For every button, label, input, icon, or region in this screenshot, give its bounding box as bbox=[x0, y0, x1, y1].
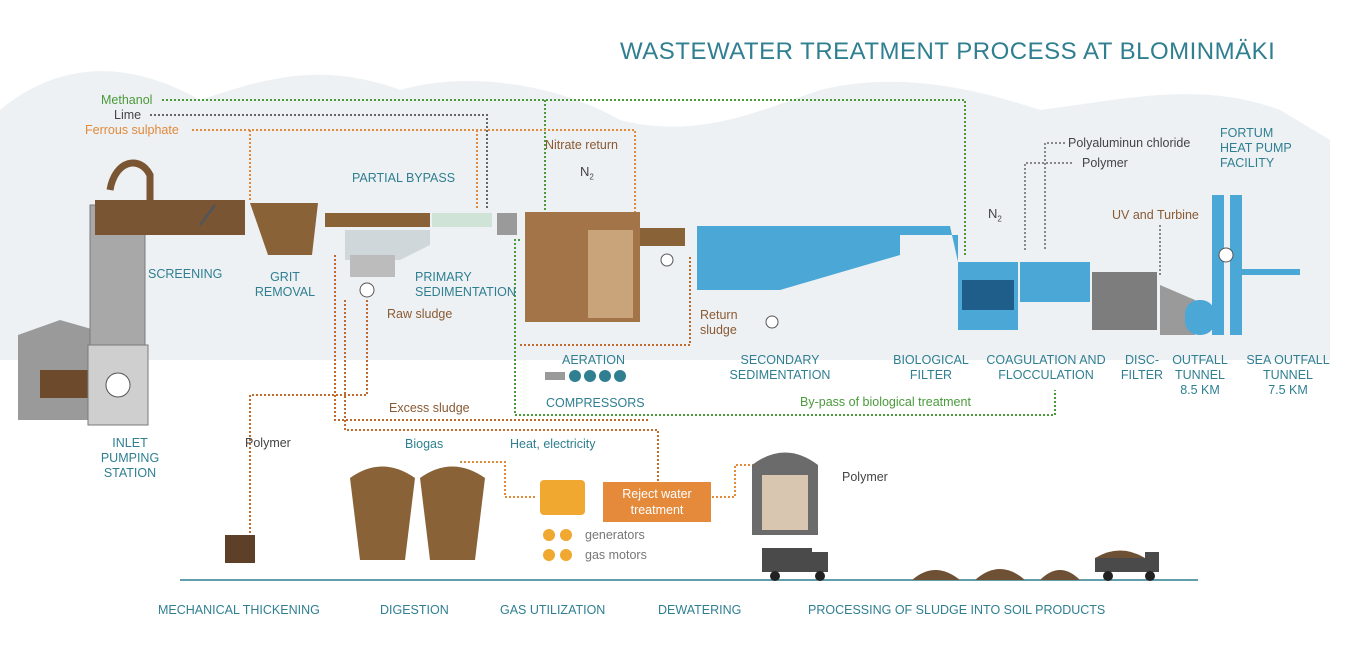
reject-water-box: Reject water treatment bbox=[603, 482, 711, 522]
inlet-pumping-station bbox=[18, 159, 154, 426]
outfall-line-3: 8.5 KM bbox=[1180, 383, 1220, 397]
inlet-label: INLET PUMPING STATION bbox=[90, 436, 170, 481]
return-line-1: Return bbox=[700, 308, 738, 322]
outfall-line-2: TUNNEL bbox=[1174, 368, 1225, 382]
polymer-left-label: Polymer bbox=[245, 436, 291, 450]
diagram-title: WASTEWATER TREATMENT PROCESS AT BLOMINMÄ… bbox=[620, 38, 1276, 65]
grit-removal-unit bbox=[250, 203, 318, 255]
n2-aeration-sub: 2 bbox=[589, 172, 594, 182]
primary-line-2: SEDIMENTATION bbox=[415, 285, 516, 299]
dewatering-label: DEWATERING bbox=[658, 603, 742, 617]
ferrous-line bbox=[192, 129, 636, 220]
secondary-line-2: SEDIMENTATION bbox=[729, 368, 831, 382]
processing-label: PROCESSING OF SLUDGE INTO SOIL PRODUCTS bbox=[808, 603, 1106, 617]
inlet-line-2: PUMPING bbox=[100, 451, 160, 465]
gas-motors-label: gas motors bbox=[585, 548, 647, 562]
nitrate-return-label: Nitrate return bbox=[545, 138, 618, 152]
secondary-line-1: SECONDARY bbox=[740, 353, 820, 367]
secondary-sedimentation-label: SECONDARY SEDIMENTATION bbox=[720, 353, 840, 383]
secondary-sedimentation-unit bbox=[697, 226, 900, 329]
n2-filter-sub: 2 bbox=[997, 214, 1002, 224]
truck-2 bbox=[1095, 550, 1159, 581]
outfall-line-1: OUTFALL bbox=[1172, 353, 1228, 367]
aeration-label: AERATION bbox=[562, 353, 625, 367]
fortum-line-3: FACILITY bbox=[1220, 156, 1275, 170]
pac-label: Polyaluminun chloride bbox=[1068, 136, 1191, 150]
polymer-top-label: Polymer bbox=[1082, 156, 1128, 170]
raw-sludge-label: Raw sludge bbox=[387, 307, 453, 321]
disc-line-1: DISC- bbox=[1124, 353, 1160, 367]
primary-sedimentation-label: PRIMARY SEDIMENTATION bbox=[415, 270, 516, 300]
coag-line-2: FLOCCULATION bbox=[998, 368, 1094, 382]
coagulation-label: COAGULATION AND FLOCCULATION bbox=[980, 353, 1112, 383]
sea-line-1: SEA OUTFALL bbox=[1246, 353, 1330, 367]
soil-piles bbox=[912, 569, 1080, 580]
sea-line-3: 7.5 KM bbox=[1268, 383, 1308, 397]
bio-line-1: BIOLOGICAL bbox=[893, 353, 969, 367]
sea-outfall-label: SEA OUTFALL TUNNEL 7.5 KM bbox=[1240, 353, 1336, 398]
methanol-line bbox=[162, 99, 966, 255]
digestion-label: DIGESTION bbox=[380, 603, 449, 617]
generators-label: generators bbox=[585, 528, 645, 542]
disc-filter-label: DISC- FILTER bbox=[1118, 353, 1166, 383]
screening-unit bbox=[95, 200, 245, 235]
truck-1 bbox=[762, 548, 828, 581]
biological-filter bbox=[900, 226, 1018, 330]
sea-line-2: TUNNEL bbox=[1262, 368, 1313, 382]
digesters bbox=[350, 466, 485, 560]
n2-aeration-n: N bbox=[580, 164, 590, 179]
polymer-dewatering-label: Polymer bbox=[842, 470, 888, 484]
n2-filter-label: N2 bbox=[988, 206, 1002, 227]
mechanical-thickening-label: MECHANICAL THICKENING bbox=[158, 603, 320, 617]
gas-utilization-label: GAS UTILIZATION bbox=[500, 603, 606, 617]
fortum-line-2: HEAT PUMP bbox=[1220, 141, 1292, 155]
screening-label: SCREENING bbox=[148, 267, 223, 281]
methanol-label: Methanol bbox=[101, 93, 153, 107]
reject-line-1: Reject water bbox=[622, 487, 692, 501]
sludge-lines bbox=[249, 255, 691, 535]
outfall-tunnel-label: OUTFALL TUNNEL 8.5 KM bbox=[1168, 353, 1232, 398]
disc-filter bbox=[1092, 272, 1157, 330]
aeration-tank bbox=[525, 212, 685, 322]
grit-line-1: GRIT bbox=[270, 270, 300, 284]
fortum-line-1: FORTUM bbox=[1220, 126, 1274, 140]
partial-bypass-label: PARTIAL BYPASS bbox=[352, 171, 456, 185]
lime-label: Lime bbox=[114, 108, 142, 122]
heat-electricity-label: Heat, electricity bbox=[510, 437, 596, 451]
dewatering-building bbox=[752, 452, 818, 535]
heat-pump-facility bbox=[1212, 195, 1300, 335]
reject-line-2: treatment bbox=[630, 503, 684, 517]
coagulation-tank bbox=[1020, 262, 1090, 302]
disc-line-2: FILTER bbox=[1120, 368, 1164, 382]
bypass-line bbox=[514, 239, 1056, 416]
return-sludge-label: Return sludge bbox=[700, 308, 738, 338]
biological-filter-label: BIOLOGICAL FILTER bbox=[886, 353, 976, 383]
fortum-label: FORTUM HEAT PUMP FACILITY bbox=[1220, 126, 1292, 171]
thickener bbox=[225, 535, 255, 563]
primary-sedimentation-unit bbox=[325, 213, 517, 298]
primary-line-1: PRIMARY bbox=[415, 270, 472, 284]
ferrous-sulphate-label: Ferrous sulphate bbox=[85, 123, 179, 137]
uv-turbine-label: UV and Turbine bbox=[1112, 208, 1199, 222]
pac-line bbox=[1024, 142, 1161, 275]
coag-line-1: COAGULATION AND bbox=[986, 353, 1106, 367]
n2-aeration-label: N2 bbox=[580, 164, 594, 185]
grit-label: GRIT REMOVAL bbox=[240, 270, 330, 300]
bypass-label: By-pass of biological treatment bbox=[800, 395, 971, 409]
compressors-label: COMPRESSORS bbox=[546, 396, 645, 410]
n2-filter-n: N bbox=[988, 206, 998, 221]
compressors bbox=[545, 370, 626, 382]
inlet-line-1: INLET bbox=[112, 436, 148, 450]
inlet-line-3: STATION bbox=[103, 466, 157, 480]
excess-sludge-label: Excess sludge bbox=[389, 401, 470, 415]
biogas-label: Biogas bbox=[405, 437, 444, 451]
grit-line-2: REMOVAL bbox=[254, 285, 316, 299]
gas-engine bbox=[540, 480, 585, 561]
return-line-2: sludge bbox=[700, 323, 737, 337]
lime-line bbox=[150, 114, 488, 210]
bio-line-2: FILTER bbox=[909, 368, 953, 382]
outfall-tunnel bbox=[1160, 285, 1215, 335]
